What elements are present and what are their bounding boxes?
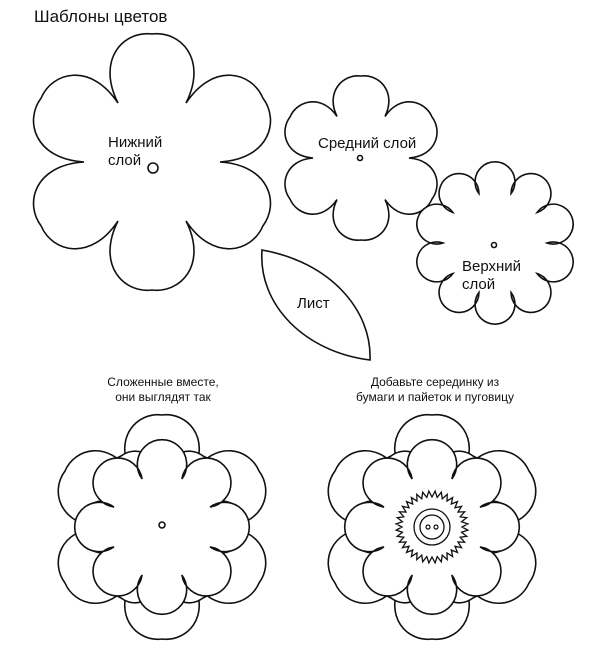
assembled-flower-hole (158, 521, 166, 529)
leaf-template (261, 249, 371, 361)
bottom-layer-label: Нижний слой (108, 134, 163, 169)
top-layer-label: Верхний слой (462, 258, 522, 293)
button-hole (433, 524, 439, 530)
middle-layer-hole (356, 154, 364, 162)
add-center-caption: Добавьте серединку из бумаги и пайеток и… (356, 375, 514, 404)
assembled-caption: Сложенные вместе, они выглядят так (107, 375, 219, 404)
button-icon (419, 514, 445, 540)
top-layer-hole (490, 241, 498, 249)
leaf-label: Лист (297, 295, 330, 312)
bottom-layer-hole (147, 162, 159, 174)
bottom-layer-template (32, 33, 272, 291)
page-title: Шаблоны цветов (34, 7, 168, 26)
middle-layer-label: Средний слой (318, 135, 417, 152)
button-hole (425, 524, 431, 530)
